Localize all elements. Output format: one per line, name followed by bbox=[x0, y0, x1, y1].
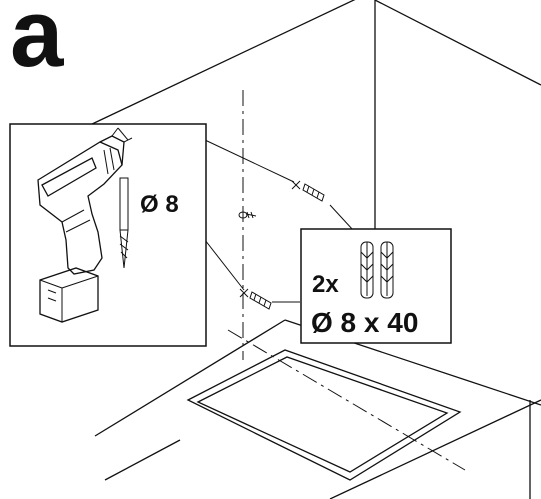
callout-pointers bbox=[204, 139, 354, 303]
drill-mark-lower bbox=[239, 288, 249, 298]
step-letter: a bbox=[10, 0, 64, 87]
screw bbox=[238, 211, 257, 219]
drill-icon bbox=[37, 127, 133, 323]
anchor-quantity: 2x bbox=[312, 271, 339, 298]
drill-bit-icon bbox=[119, 177, 129, 269]
anchor-size: Ø 8 x 40 bbox=[311, 307, 418, 338]
anchor-icon bbox=[360, 241, 374, 299]
centerlines bbox=[227, 90, 466, 471]
anchor-callout: 2x Ø 8 x 40 bbox=[300, 228, 452, 344]
drill-bit-label: Ø 8 bbox=[140, 191, 179, 218]
drill-mark-upper bbox=[291, 180, 301, 190]
drill-callout: Ø 8 bbox=[9, 123, 207, 347]
wall-anchor-lower bbox=[249, 291, 272, 310]
hob bbox=[186, 349, 462, 481]
countertop bbox=[94, 319, 541, 499]
anchor-icon bbox=[380, 241, 394, 299]
wall-lines bbox=[89, 0, 541, 230]
wall-anchor-upper bbox=[302, 183, 325, 202]
